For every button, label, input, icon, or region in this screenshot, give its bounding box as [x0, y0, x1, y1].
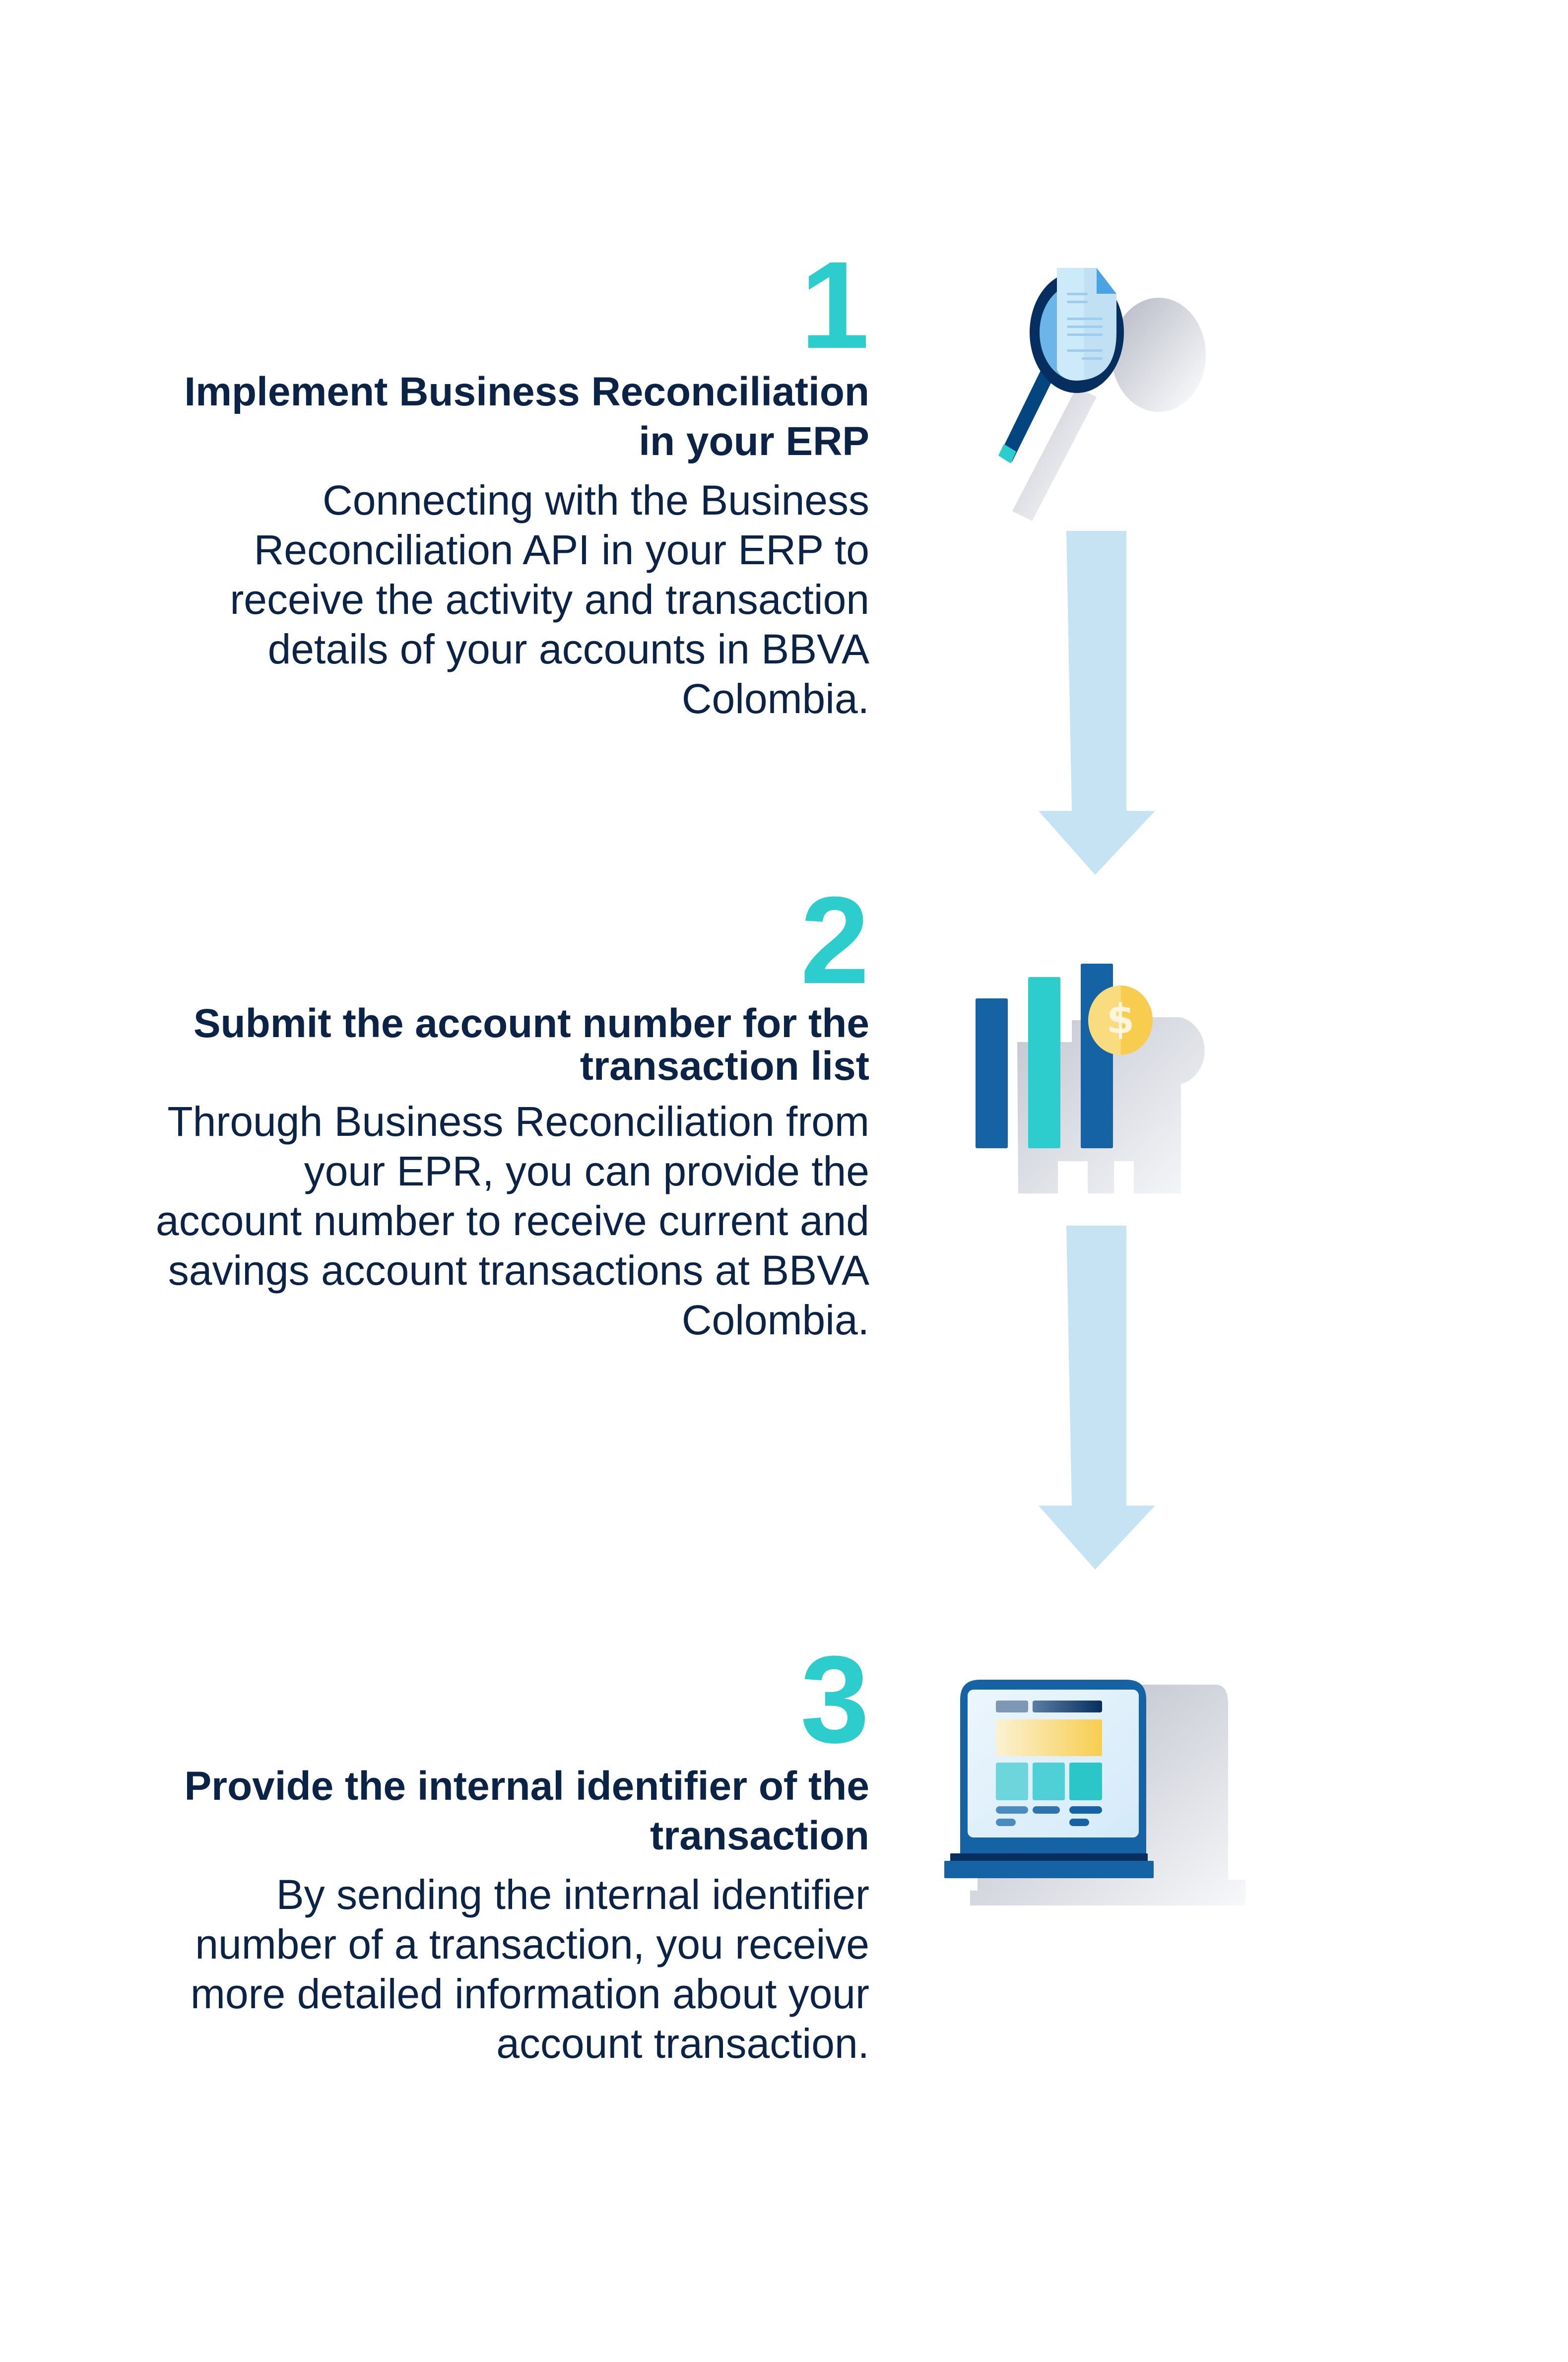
step-description: By sending the internal identifier numbe…	[190, 1871, 869, 2067]
screen-tile	[1069, 1763, 1102, 1800]
step-title: Submit the account number for the transa…	[193, 1001, 869, 1089]
down-arrow-icon	[1039, 1226, 1155, 1570]
step-3: 3 Provide the internal identifier of the…	[149, 1638, 869, 2068]
step-number: 2	[800, 871, 869, 1009]
step-2: 2 Submit the account number for the tran…	[149, 878, 869, 1345]
screen-header-block	[996, 1701, 1028, 1712]
step-number: 3	[800, 1630, 869, 1769]
screen-banner	[996, 1719, 1102, 1756]
step-title: Implement Business Reconciliation in you…	[184, 369, 869, 464]
bar-chart-coin-icon: } $	[976, 964, 1205, 1193]
magnifier-document-icon	[998, 268, 1206, 521]
step-description: Through Business Reconciliation from you…	[155, 1098, 869, 1343]
dollar-sign-icon: $	[1106, 996, 1134, 1043]
screen-tile	[996, 1763, 1028, 1800]
screen-tile	[1033, 1763, 1065, 1800]
laptop-dashboard-icon	[944, 1680, 1245, 1905]
step-1: 1 Implement Business Reconciliation in y…	[149, 243, 869, 723]
step-title: Provide the internal identifier of the t…	[184, 1764, 869, 1858]
down-arrow-icon	[1039, 531, 1155, 875]
screen-header-block	[1033, 1701, 1102, 1712]
step-number: 1	[800, 236, 869, 374]
step-description: Connecting with the Business Reconciliat…	[230, 477, 869, 722]
